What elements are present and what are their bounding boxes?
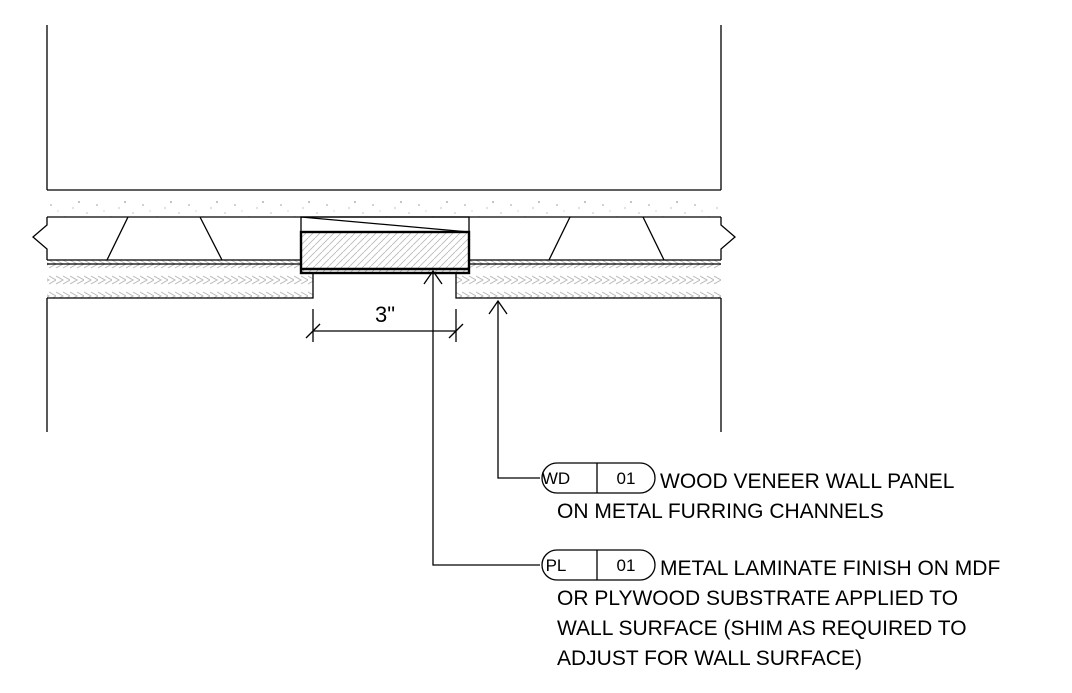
note-metal-laminate: METAL LAMINATE FINISH ON MDF OR PLYWOOD … bbox=[557, 557, 1000, 670]
dimension-3in: 3" bbox=[305, 302, 464, 342]
tag-number: 01 bbox=[617, 556, 636, 575]
side-walls bbox=[46, 25, 722, 432]
note-line: WOOD VENEER WALL PANEL bbox=[660, 470, 954, 493]
concrete-substrate-wall bbox=[47, 189, 721, 218]
leader-metal-laminate bbox=[423, 269, 540, 566]
note-line: ON METAL FURRING CHANNELS bbox=[557, 500, 884, 523]
material-tag-wd-01: WD 01 bbox=[541, 462, 656, 494]
note-line: METAL LAMINATE FINISH ON MDF bbox=[660, 557, 1000, 580]
note-line: WALL SURFACE (SHIM AS REQUIRED TO bbox=[557, 617, 967, 640]
leader-wood-veneer bbox=[488, 299, 540, 479]
tag-code: WD bbox=[542, 469, 570, 488]
wood-veneer-panel-left bbox=[47, 259, 314, 299]
note-line: OR PLYWOOD SUBSTRATE APPLIED TO bbox=[557, 587, 958, 610]
dimension-label: 3" bbox=[375, 302, 395, 327]
break-lines bbox=[32, 217, 736, 260]
wood-veneer-panel-right bbox=[455, 259, 721, 299]
shim bbox=[300, 216, 470, 233]
note-wood-veneer: WOOD VENEER WALL PANEL ON METAL FURRING … bbox=[557, 470, 954, 523]
note-line: ADJUST FOR WALL SURFACE) bbox=[557, 647, 862, 670]
metal-laminate-mdf-strip bbox=[299, 230, 471, 275]
material-tag-pl-01: PL 01 bbox=[541, 549, 656, 581]
metal-furring-channels bbox=[106, 216, 665, 261]
tag-code: PL bbox=[546, 556, 567, 575]
tag-number: 01 bbox=[617, 469, 636, 488]
